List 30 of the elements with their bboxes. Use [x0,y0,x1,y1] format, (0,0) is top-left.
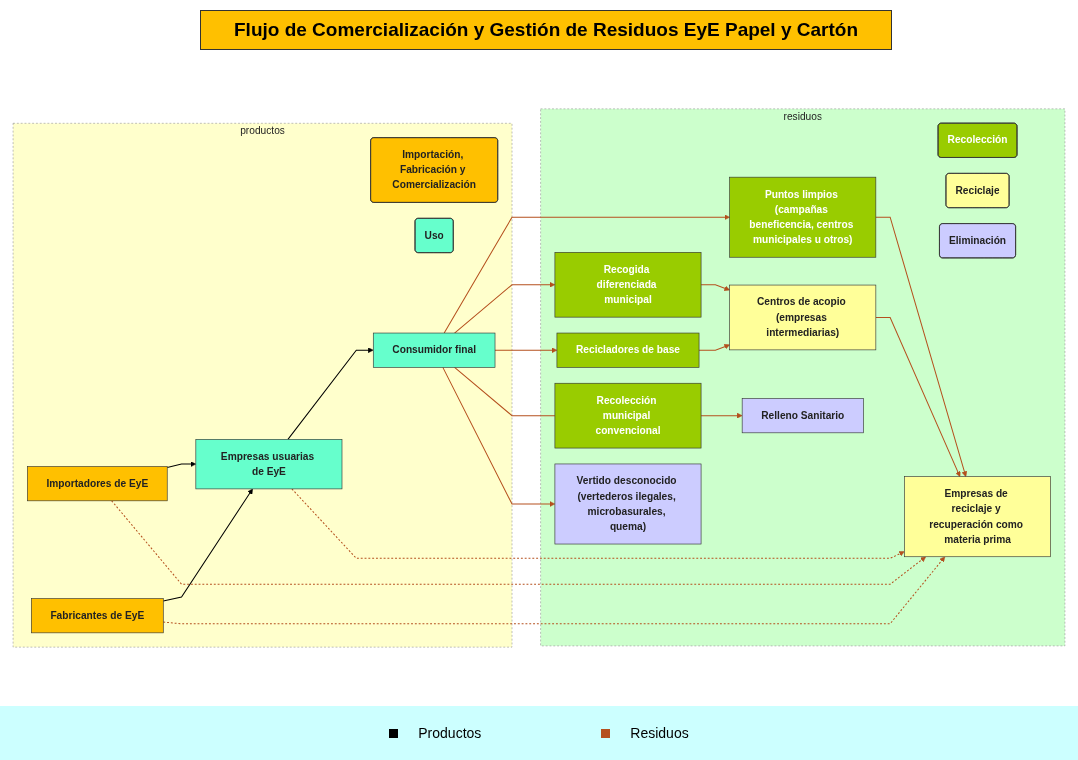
arrow [700,284,730,291]
arrow [162,488,253,602]
arrow [443,214,730,334]
arrow [494,347,558,353]
arrow [442,366,556,507]
node-box: Recolección municipal convencional [554,382,702,449]
node-box: Consumidor final [372,332,496,368]
node-box: Vertido desconocido (vertederos ilegales, microbasurales, quema) [554,463,702,545]
node-box: Empresas de reciclaje y recuperación como materia prima [904,476,1051,558]
arrow [875,316,961,477]
arrow [111,500,926,585]
diagram-title: Flujo de Comercialización y Gestión de Residuos EyE Papel y Cartón [200,10,892,50]
arrow [287,347,374,440]
arrow [166,461,197,468]
legend-label: Residuos [630,725,689,741]
arrow [875,216,968,477]
node-box: Puntos limpios (campañas beneficencia, centros municipales u otros) [729,176,877,258]
arrow [162,556,946,625]
node-box: Importadores de EyE [27,466,168,502]
node-box: Recogida diferenciada municipal [554,252,702,318]
connector [454,366,556,417]
node-box: Fabricantes de EyE [31,598,164,634]
arrow [454,281,556,334]
node-box: Centros de acopio (empresas intermediarias) [729,284,877,351]
arrow [698,344,730,351]
legend-label: Productos [418,725,482,741]
node-box: Empresas usuarias de EyE [195,439,343,490]
node-box: Recicladores de base [556,332,700,368]
node-box: Relleno Sanitario [741,398,864,434]
arrow [700,412,743,419]
